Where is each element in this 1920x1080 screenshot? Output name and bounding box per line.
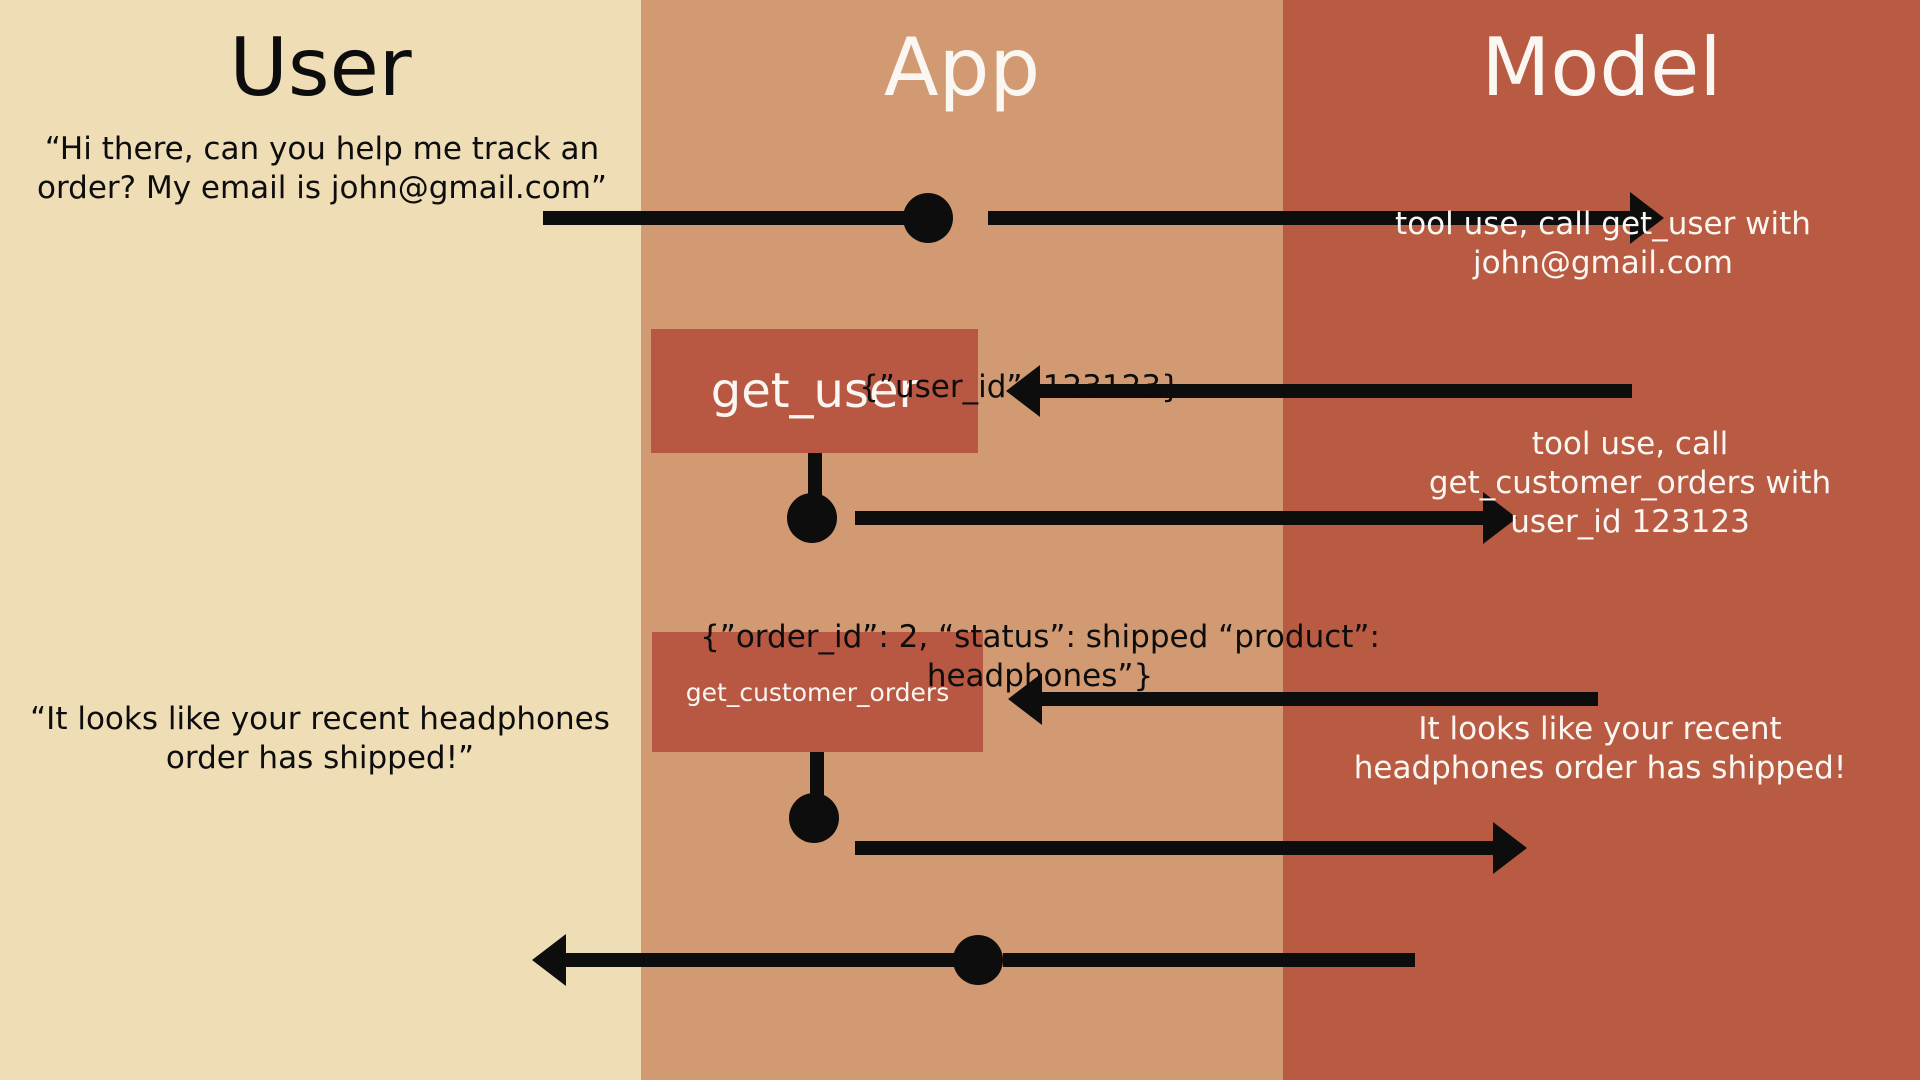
junction-dot-app-2 <box>787 493 837 543</box>
arrowhead-right-icon-3 <box>1493 822 1527 874</box>
arrowhead-right-icon-1 <box>1630 192 1664 244</box>
lane-title-app: App <box>883 21 1041 114</box>
junction-dot-app-4 <box>953 935 1003 985</box>
lane-model <box>1283 0 1920 1080</box>
lane-user <box>0 0 641 1080</box>
arrowhead-left-icon-3 <box>532 934 566 986</box>
arrowhead-right-icon-2 <box>1483 492 1517 544</box>
junction-dot-app-1 <box>903 193 953 243</box>
connector-app-to-user-final <box>566 953 956 967</box>
message-model-final-answer: It looks like your recent headphones ord… <box>1353 711 1847 786</box>
tool-box-get-user[interactable]: get_user <box>651 329 978 453</box>
connector-app-to-model-3 <box>855 841 1495 855</box>
arrowhead-left-icon-1 <box>1006 365 1040 417</box>
tool-box-get-customer-orders[interactable]: get_customer_orders <box>652 632 983 752</box>
message-tool-result-2: {”order_id”: 2, “status”: shipped “produ… <box>700 619 1380 694</box>
connector-user-to-app <box>543 211 928 225</box>
connector-model-to-app-final <box>1003 953 1415 967</box>
message-tool-result-1: {”user_id”: 123123} <box>859 369 1181 405</box>
connector-model-to-tool-get-user <box>1040 384 1632 398</box>
connector-model-to-tool-get-orders <box>1042 692 1598 706</box>
connector-app-to-model-1 <box>988 211 1632 225</box>
lane-app <box>641 0 1283 1080</box>
lane-title-user: User <box>229 21 412 114</box>
message-user-final-answer: “It looks like your recent headphones or… <box>30 701 610 776</box>
arrowhead-left-icon-2 <box>1008 673 1042 725</box>
connector-app-to-model-2 <box>855 511 1485 525</box>
lane-title-model: Model <box>1481 21 1722 114</box>
message-user-request: “Hi there, can you help me track an orde… <box>37 131 607 206</box>
message-model-tool-call-2: tool use, call get_customer_orders with … <box>1428 426 1832 540</box>
junction-dot-app-3 <box>789 793 839 843</box>
message-model-tool-call-1: tool use, call get_user with john@gmail.… <box>1395 206 1811 281</box>
